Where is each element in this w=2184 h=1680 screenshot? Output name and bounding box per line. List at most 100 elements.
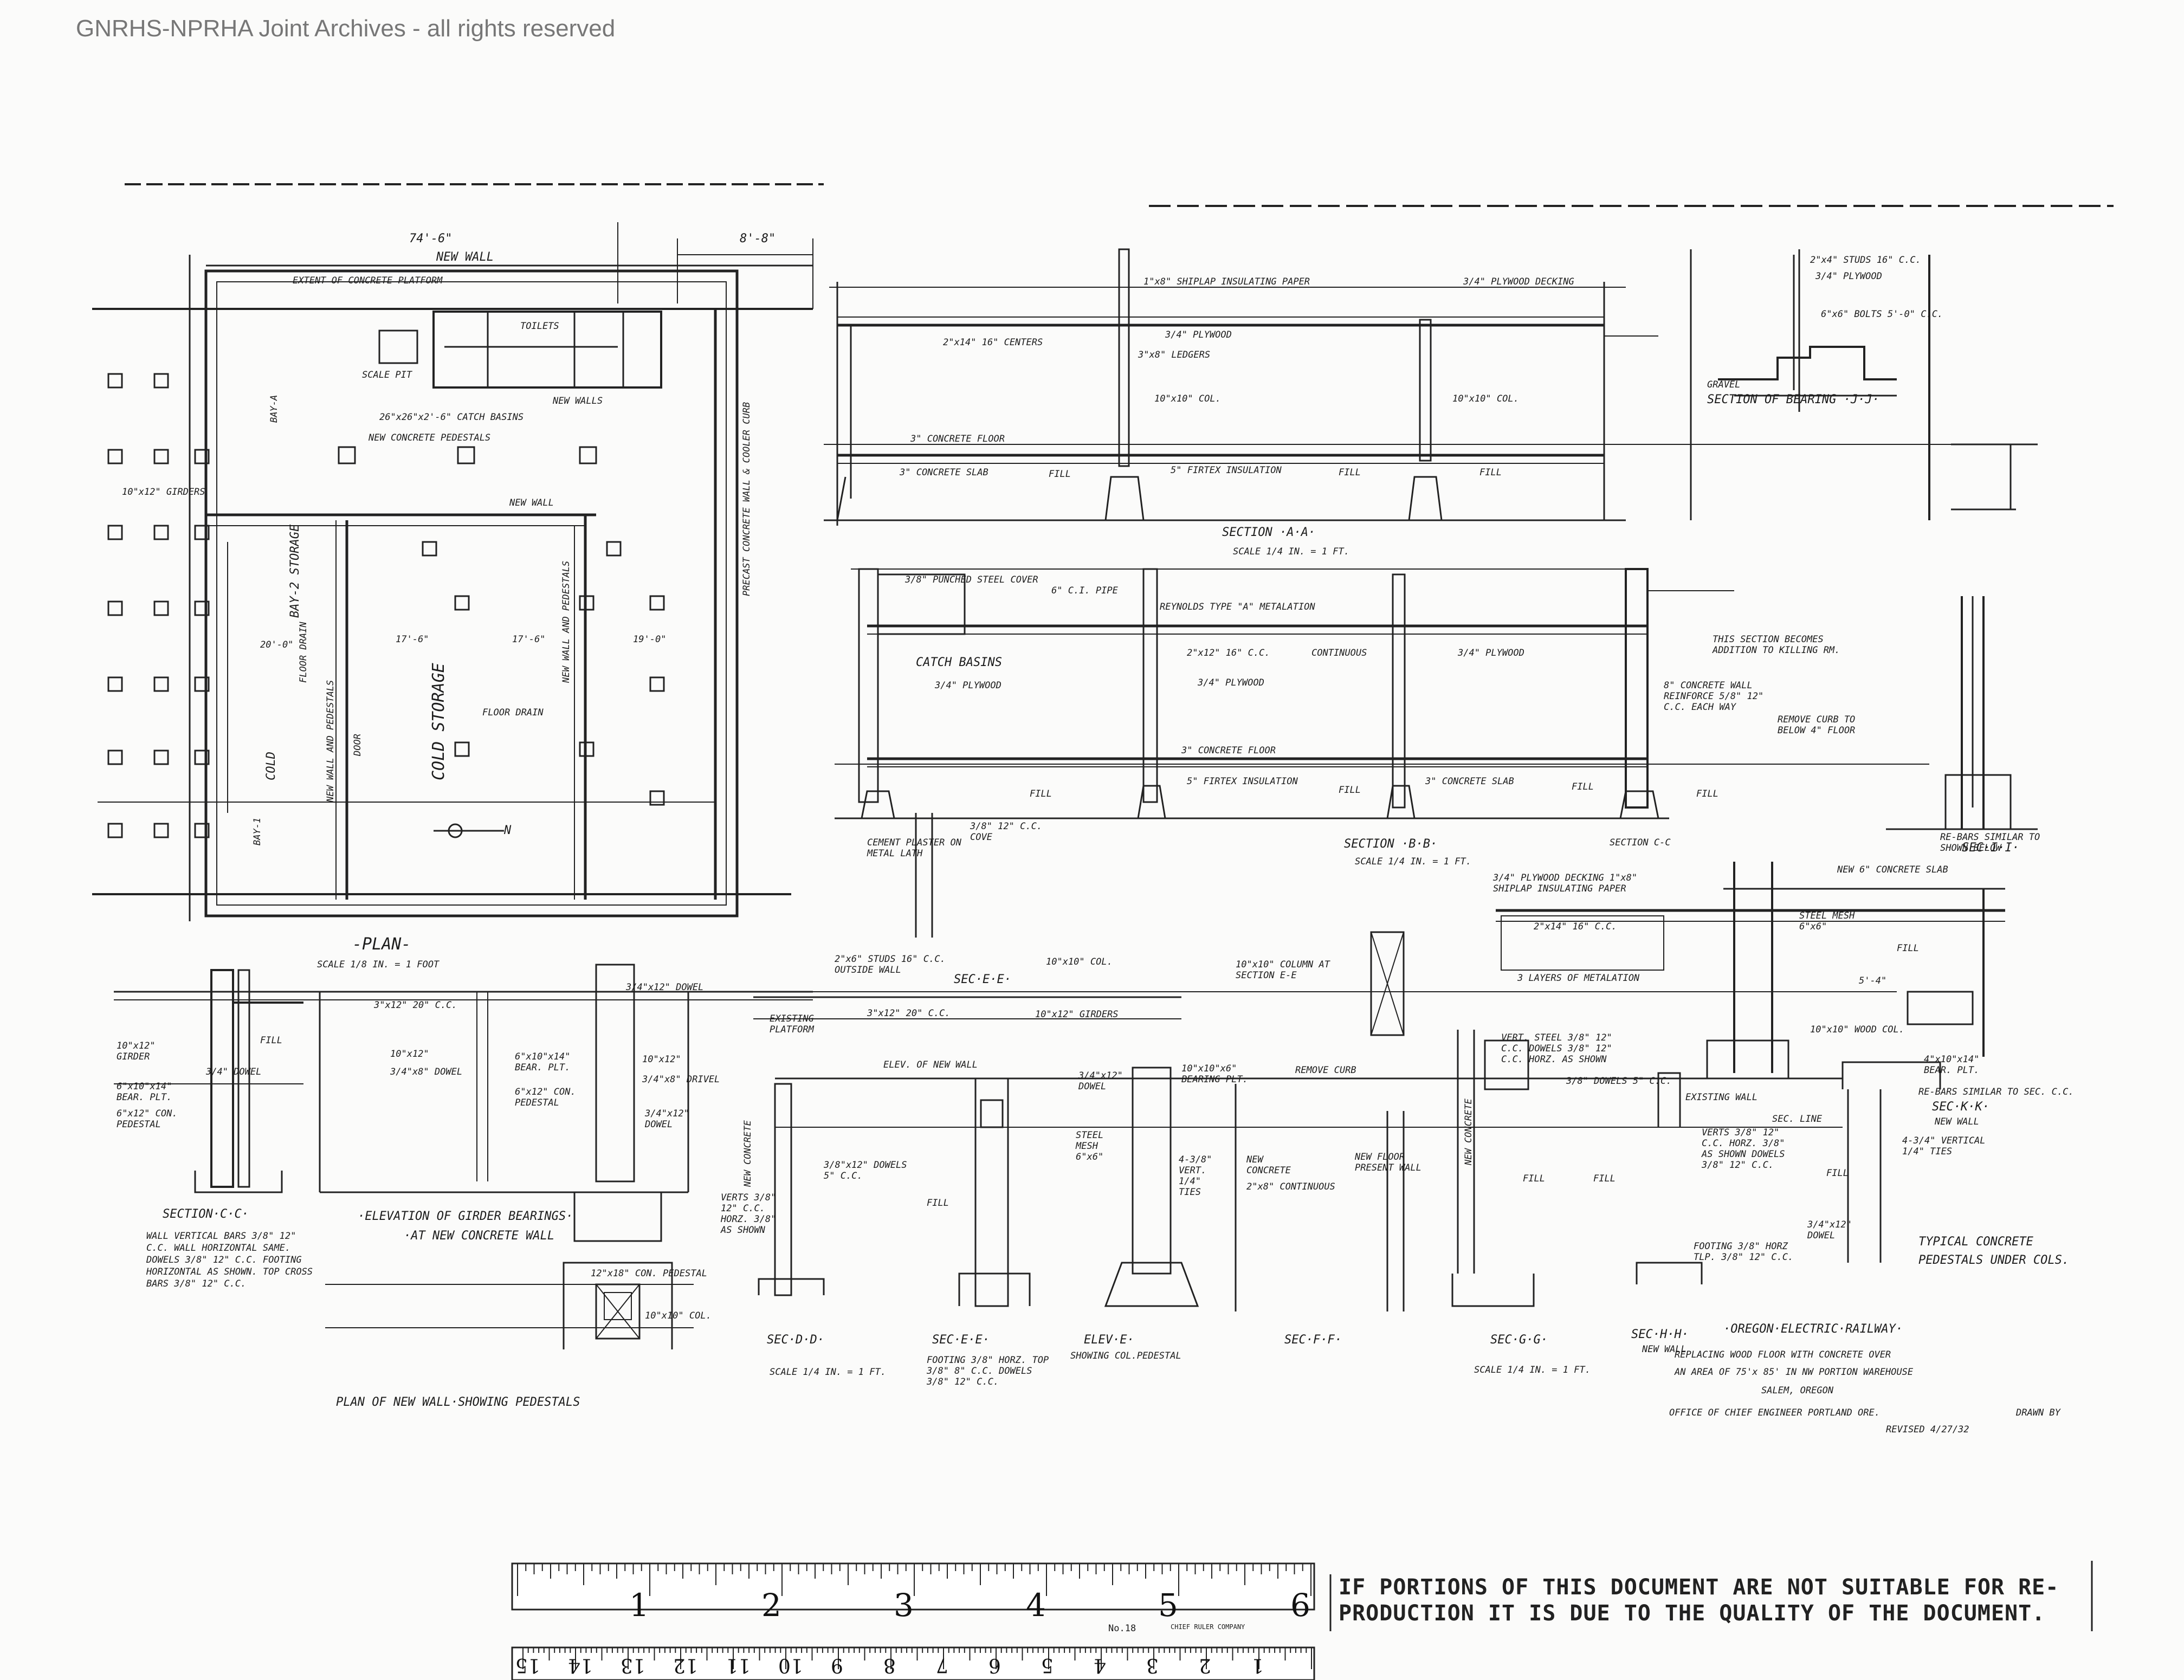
ff-remove: REMOVE CURB: [1295, 1065, 1356, 1076]
dd-scale: SCALE 1/4 IN. = 1 FT.: [770, 1367, 886, 1378]
section-k-k-lines: [1496, 862, 2005, 1263]
section-b-b-lines: [835, 568, 1929, 819]
bb-plywood-1: 3/4" PLYWOOD: [935, 680, 1001, 691]
aa-fill-2: FILL: [1339, 467, 1361, 478]
ruler-cm-label: 1: [1251, 1654, 1264, 1676]
bb-scale: SCALE 1/4 IN. = 1 FT.: [1355, 856, 1471, 867]
eg-title: ·ELEVATION OF GIRDER BEARINGS·: [358, 1210, 573, 1223]
eg-beams: 3"x12" 20" C.C.: [374, 1000, 457, 1011]
tb-revised: REVISED 4/27/32: [1886, 1424, 1969, 1435]
bb-continuous: CONTINUOUS: [1311, 648, 1367, 658]
plan-dim-17: 17'-6": [396, 634, 429, 645]
misc-cement: CEMENT PLASTER ON METAL LATH: [867, 837, 961, 859]
ruler-cm-label: 12: [673, 1654, 698, 1676]
aa-ledgers: 3"x8" LEDGERS: [1138, 350, 1211, 360]
pw-col: 10"x10" COL.: [645, 1310, 712, 1321]
eg-girder-2: 10"x12": [642, 1054, 681, 1065]
section-j-j-lines: [1690, 249, 2038, 520]
pw-ped: 12"x18" CON. PEDESTAL: [591, 1268, 707, 1279]
plan-new-wall-ped-right: NEW WALL AND PEDESTALS: [561, 560, 572, 683]
tb-drawn: DRAWN BY: [2016, 1407, 2060, 1418]
eg-ped: 6"x12" CON. PEDESTAL: [515, 1087, 576, 1108]
bb-fill-2: FILL: [1339, 785, 1361, 796]
plan-cold-storage-label: COLD STORAGE: [429, 663, 448, 780]
gg-fill: FILL: [1523, 1173, 1545, 1184]
cc-bear: 6"x10"x14" BEAR. PLT.: [117, 1081, 172, 1103]
jj-bolts: 6"x6" BOLTS 5'-0" C.C.: [1821, 309, 1943, 320]
bb-punched: 3/8" PUNCHED STEEL COVER: [905, 574, 1038, 585]
hh-fill: FILL: [1826, 1168, 1849, 1179]
kk-vertical: 4-3/4" VERTICAL 1/4" TIES: [1902, 1135, 1986, 1157]
dd-dowels: 3/8"x12" DOWELS 5" C.C.: [824, 1160, 907, 1181]
ruler-cm-label: 5: [1041, 1654, 1054, 1676]
ee2-title: SEC·E·E·: [932, 1333, 990, 1347]
hh-sub: NEW WALL: [1642, 1344, 1687, 1355]
plan-of-new-wall-lines: [325, 1262, 694, 1349]
plan-scale: SCALE 1/8 IN. = 1 FOOT: [317, 959, 440, 970]
bb-fill-1: FILL: [1030, 789, 1052, 799]
ruler-cm-label: 7: [936, 1654, 948, 1676]
tb-line2: AN AREA OF 75'x 85' IN NW PORTION WAREHO…: [1675, 1367, 1914, 1378]
bb-curb: REMOVE CURB TO BELOW 4" FLOOR: [1778, 714, 1856, 736]
dd-title: SEC·D·D·: [767, 1333, 824, 1347]
elev-e-bearing: 10"x10"x6" BEARING PLT.: [1181, 1063, 1248, 1085]
eg-dowel-3: 3/4"x12" DOWEL: [626, 982, 704, 993]
ruler-inch-label: 5: [1158, 1587, 1178, 1624]
misc-sec-ee: SEC·E·E·: [954, 973, 1011, 986]
cc-notes: WALL VERTICAL BARS 3/8" 12" C.C. WALL HO…: [146, 1231, 313, 1289]
aa-scale: SCALE 1/4 IN. = 1 FT.: [1233, 546, 1349, 557]
ff-new-conc: NEW CONCRETE: [1246, 1154, 1291, 1176]
kk-slab: NEW 6" CONCRETE SLAB: [1837, 864, 1948, 875]
plan-bay-1-label: BAY-1: [252, 817, 263, 845]
plan-bay-2-label: BAY-2 STORAGE: [288, 524, 302, 618]
cc-fill: FILL: [260, 1035, 282, 1046]
aa-fill-1: FILL: [1049, 469, 1071, 480]
aa-title: SECTION ·A·A·: [1222, 526, 1316, 539]
plan-new-wall-mid: NEW WALL: [509, 497, 554, 508]
aa-shiplap: 1"x8" SHIPLAP INSULATING PAPER: [1143, 276, 1310, 287]
aa-floor: 3" CONCRETE FLOOR: [910, 434, 1005, 444]
plan-catch-basins-label: 26"x26"x2'-6" CATCH BASINS: [379, 412, 524, 423]
pw-title: PLAN OF NEW WALL·SHOWING PEDESTALS: [336, 1395, 580, 1409]
cc-dowel: 3/4" DOWEL: [206, 1067, 262, 1077]
bb-plywood-2: 3/4" PLYWOOD: [1198, 677, 1264, 688]
plan-view: [92, 222, 813, 921]
bb-sec-cc: SECTION C-C: [1610, 837, 1671, 848]
gg-vert: VERT. STEEL 3/8" 12" C.C. DOWELS 3/8" 12…: [1501, 1032, 1612, 1065]
jj-title: SECTION OF BEARING ·J·J·: [1707, 393, 1879, 406]
bb-joists: 2"x12" 16" C.C.: [1187, 648, 1270, 658]
cc-pedestal: 6"x12" CON. PEDESTAL: [117, 1108, 178, 1130]
aa-fill-3: FILL: [1479, 467, 1502, 478]
ruler-cm-label: 14: [568, 1654, 593, 1676]
ruler-cm-label: 8: [883, 1654, 896, 1676]
kk-title: SEC·K·K·: [1932, 1100, 1989, 1114]
elev-e-title: ELEV·E·: [1084, 1333, 1134, 1347]
plan-bay-a-label: BAY-A: [269, 395, 280, 423]
misc-cove: 3/8" 12" C.C. COVE: [970, 821, 1043, 843]
aa-col-1: 10"x10" COL.: [1154, 393, 1221, 404]
aa-decking: 3/4" PLYWOOD DECKING: [1463, 276, 1574, 287]
ruler-cm-label: 11: [726, 1654, 751, 1676]
hh-sec-line: SEC. LINE: [1772, 1114, 1823, 1125]
plan-new-walls-label: NEW WALLS: [553, 396, 603, 406]
ruler-inch-label: 4: [1026, 1587, 1046, 1624]
misc-girders: 10"x12" GIRDERS: [1035, 1009, 1119, 1020]
plan-toilets-label: TOILETS: [520, 321, 559, 332]
gg-scale: SCALE 1/4 IN. = 1 FT.: [1474, 1365, 1591, 1375]
elev-e-sub: SHOWING COL.PEDESTAL: [1070, 1351, 1181, 1361]
ruler-inch-label: 6: [1290, 1587, 1310, 1624]
tb-railway: ·OREGON·ELECTRIC·RAILWAY·: [1723, 1322, 1903, 1336]
ruler-cm-label: 2: [1199, 1654, 1211, 1676]
hh-verts: VERTS 3/8" 12" C.C. HORZ. 3/8" AS SHOWN …: [1702, 1127, 1785, 1171]
section-c-c-lines: [114, 964, 813, 1242]
bb-slab: 3" CONCRETE SLAB: [1425, 776, 1514, 787]
ruler-cm-label: 9: [831, 1654, 843, 1676]
plan-dim-right: 8'-8": [740, 232, 776, 245]
dd-new-conc: NEW CONCRETE: [742, 1120, 753, 1187]
bb-plywood-3: 3/4" PLYWOOD: [1458, 648, 1524, 658]
plan-north-arrow: N: [504, 824, 512, 837]
eg-girder: 10"x12": [390, 1049, 429, 1059]
eg-title-2: ·AT NEW CONCRETE WALL: [404, 1229, 555, 1243]
